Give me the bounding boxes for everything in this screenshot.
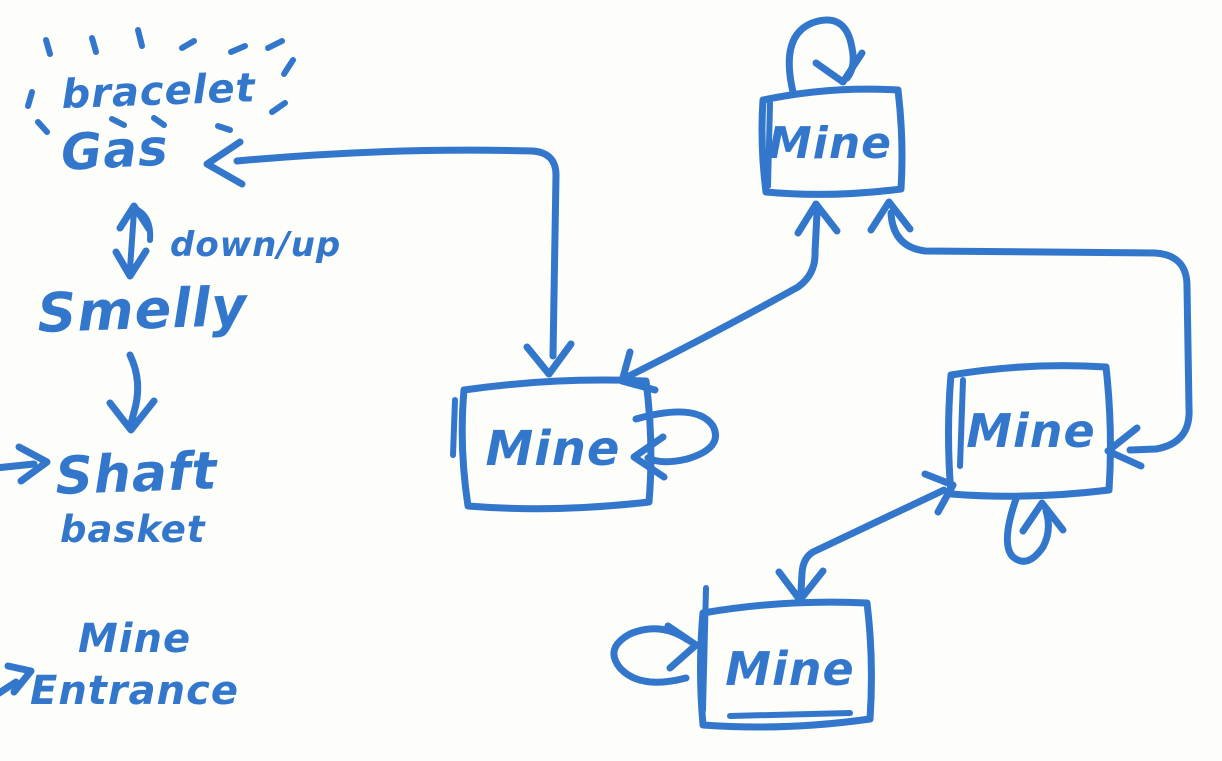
- gas-label: Gas: [60, 118, 170, 182]
- loop-arrowhead: [1019, 499, 1067, 535]
- loop-arrowhead: [812, 49, 866, 86]
- basket-label: basket: [60, 508, 206, 551]
- mine-middle-self-loop: [630, 408, 719, 481]
- mine-bottom-self-loop: [610, 622, 700, 686]
- node-mine-right: Mine: [945, 362, 1114, 565]
- right-arrowhead: [15, 443, 51, 485]
- smelly-label: Smelly: [36, 275, 250, 345]
- mine-middle-label: Mine: [486, 421, 621, 477]
- node-mine-middle: Mine: [450, 376, 719, 513]
- mine-entrance-label-line2: Entrance: [30, 668, 239, 714]
- right-arrowhead: [4, 662, 35, 696]
- mine-right-label: Mine: [966, 404, 1096, 458]
- node-mine-top: Mine: [758, 16, 906, 198]
- edge-mine-middle-mine-top: [618, 200, 841, 394]
- mine-right-box: [945, 362, 1114, 500]
- mine-bottom-left-bar: [700, 585, 709, 713]
- shaft-label: Shaft: [54, 441, 219, 507]
- down-arrowhead: [523, 340, 575, 378]
- node-mine-bottom: Mine: [610, 585, 875, 731]
- mine-right-self-loop: [1003, 495, 1067, 565]
- mine-top-self-loop: [785, 16, 866, 96]
- bracelet-dash-cloud: [25, 27, 296, 135]
- edge-gas-mine-middle: [203, 138, 575, 378]
- bracelet-label: bracelet: [61, 65, 258, 118]
- down-up-label: down/up: [170, 225, 341, 265]
- mine-top-left-bar: [765, 100, 773, 189]
- edge-smelly-shaft: [106, 351, 158, 434]
- bracelet-note: bracelet: [25, 27, 296, 135]
- mine-top-box: [758, 85, 906, 198]
- left-arrowhead: [203, 138, 246, 188]
- mine-entrance-label-line1: Mine: [78, 616, 191, 662]
- edge-left-entrance: [0, 662, 35, 697]
- mine-top-label: Mine: [768, 118, 892, 169]
- edge-left-shaft: [0, 443, 51, 485]
- edge-mine-right-mine-bottom: [775, 470, 957, 604]
- mine-middle-left-bar: [450, 397, 458, 458]
- edge-gas-smelly: [112, 202, 154, 280]
- mine-right-left-bar: [957, 377, 966, 469]
- loop-arrowhead: [630, 433, 668, 481]
- down-arrowhead: [106, 397, 158, 434]
- up-arrowhead: [116, 202, 153, 233]
- mine-bottom-label: Mine: [725, 642, 855, 696]
- up-arrowhead: [867, 198, 914, 234]
- loop-arrowhead: [664, 622, 700, 672]
- down-arrowhead: [112, 247, 150, 280]
- up-arrowhead: [794, 200, 841, 237]
- mine-middle-box: [458, 376, 655, 513]
- mine-bottom-bottom-overdraw: [727, 710, 853, 719]
